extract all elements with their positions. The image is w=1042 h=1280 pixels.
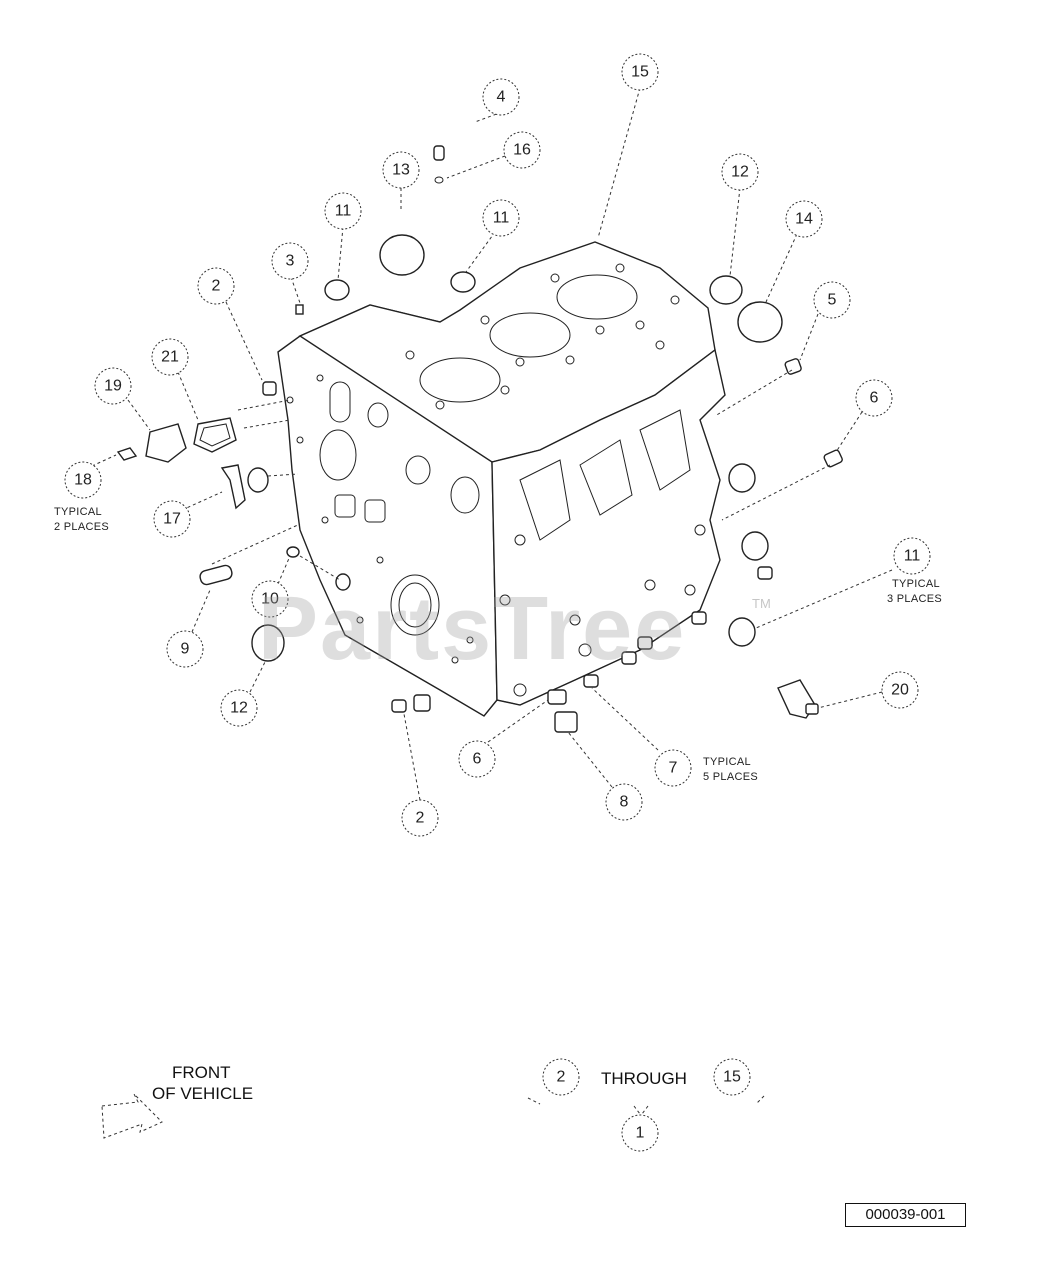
through-label: THROUGH <box>601 1069 687 1088</box>
svg-text:2: 2 <box>557 1069 566 1086</box>
callout-7[interactable]: 7 <box>654 749 692 787</box>
drawing-id-box: 000039-001 <box>845 1203 966 1227</box>
callout-19[interactable]: 19 <box>94 367 132 405</box>
parts <box>116 145 843 733</box>
svg-text:21: 21 <box>161 349 179 366</box>
callout-6-right[interactable]: 6 <box>855 379 893 417</box>
svg-text:10: 10 <box>261 591 279 608</box>
svg-text:6: 6 <box>473 751 482 768</box>
svg-text:17: 17 <box>163 511 181 528</box>
svg-text:2: 2 <box>212 278 221 295</box>
note-typical-5-line2: 5 PLACES <box>703 771 758 783</box>
callout-10[interactable]: 10 <box>251 580 289 618</box>
typical-notes: TYPICAL 2 PLACES TYPICAL 3 PLACES TYPICA… <box>54 506 942 783</box>
watermark: PartsTree <box>258 579 687 679</box>
callout-4[interactable]: 4 <box>482 78 520 116</box>
svg-text:19: 19 <box>104 378 122 395</box>
watermark-trademark: TM <box>752 596 771 611</box>
callout-13[interactable]: 13 <box>382 151 420 189</box>
callout-2-range[interactable]: 2 <box>542 1058 580 1096</box>
svg-text:9: 9 <box>181 641 190 658</box>
note-typical-2-line1: TYPICAL <box>54 506 102 518</box>
svg-text:16: 16 <box>513 142 531 159</box>
svg-text:14: 14 <box>795 211 813 228</box>
svg-text:20: 20 <box>891 682 909 699</box>
svg-text:1: 1 <box>636 1125 645 1142</box>
callout-20[interactable]: 20 <box>881 671 919 709</box>
note-typical-3-line1: TYPICAL <box>892 578 940 590</box>
callout-2-top[interactable]: 2 <box>197 267 235 305</box>
note-typical-5-line1: TYPICAL <box>703 756 751 768</box>
callout-6-bottom[interactable]: 6 <box>458 740 496 778</box>
callout-17[interactable]: 17 <box>153 500 191 538</box>
svg-text:2: 2 <box>416 810 425 827</box>
callout-8[interactable]: 8 <box>605 783 643 821</box>
svg-text:11: 11 <box>335 203 352 220</box>
svg-text:4: 4 <box>497 89 506 106</box>
svg-text:6: 6 <box>870 390 879 407</box>
svg-text:15: 15 <box>723 1069 741 1086</box>
range-bracket <box>527 1095 765 1115</box>
svg-text:12: 12 <box>731 164 749 181</box>
callouts: 4 15 16 13 12 11 11 14 3 2 5 21 19 6 18 … <box>64 53 931 1152</box>
callout-11-left[interactable]: 11 <box>324 192 362 230</box>
front-arrow-icon <box>101 1093 163 1139</box>
svg-text:8: 8 <box>620 794 629 811</box>
callout-18[interactable]: 18 <box>64 461 102 499</box>
svg-text:13: 13 <box>392 162 410 179</box>
callout-5[interactable]: 5 <box>813 281 851 319</box>
callout-12-left[interactable]: 12 <box>220 689 258 727</box>
front-label-line2: OF VEHICLE <box>152 1084 254 1103</box>
callout-15[interactable]: 15 <box>621 53 659 91</box>
callout-9[interactable]: 9 <box>166 630 204 668</box>
front-label-line1: FRONT <box>172 1063 231 1082</box>
note-typical-3-line2: 3 PLACES <box>887 593 942 605</box>
note-typical-2-line2: 2 PLACES <box>54 521 109 533</box>
svg-text:11: 11 <box>904 548 921 565</box>
cylinder-block <box>277 241 726 717</box>
of-vehicle-label: OF VEHICLE <box>152 1083 253 1104</box>
svg-text:11: 11 <box>493 210 510 227</box>
callout-3[interactable]: 3 <box>271 242 309 280</box>
svg-text:3: 3 <box>286 253 295 270</box>
callout-2-bottom[interactable]: 2 <box>401 799 439 837</box>
svg-text:15: 15 <box>631 64 649 81</box>
callout-21[interactable]: 21 <box>151 338 189 376</box>
callout-11-right[interactable]: 11 <box>893 537 931 575</box>
leader-lines <box>91 87 893 801</box>
callout-15-range[interactable]: 15 <box>713 1058 751 1096</box>
callout-14[interactable]: 14 <box>785 200 823 238</box>
svg-text:12: 12 <box>230 700 248 717</box>
callout-11-center[interactable]: 11 <box>482 199 520 237</box>
callout-16[interactable]: 16 <box>503 131 541 169</box>
callout-12-top[interactable]: 12 <box>721 153 759 191</box>
callout-1[interactable]: 1 <box>621 1114 659 1152</box>
svg-text:7: 7 <box>669 760 678 777</box>
svg-text:5: 5 <box>828 292 837 309</box>
front-of-vehicle-label: FRONT <box>172 1062 231 1083</box>
svg-text:18: 18 <box>74 472 92 489</box>
